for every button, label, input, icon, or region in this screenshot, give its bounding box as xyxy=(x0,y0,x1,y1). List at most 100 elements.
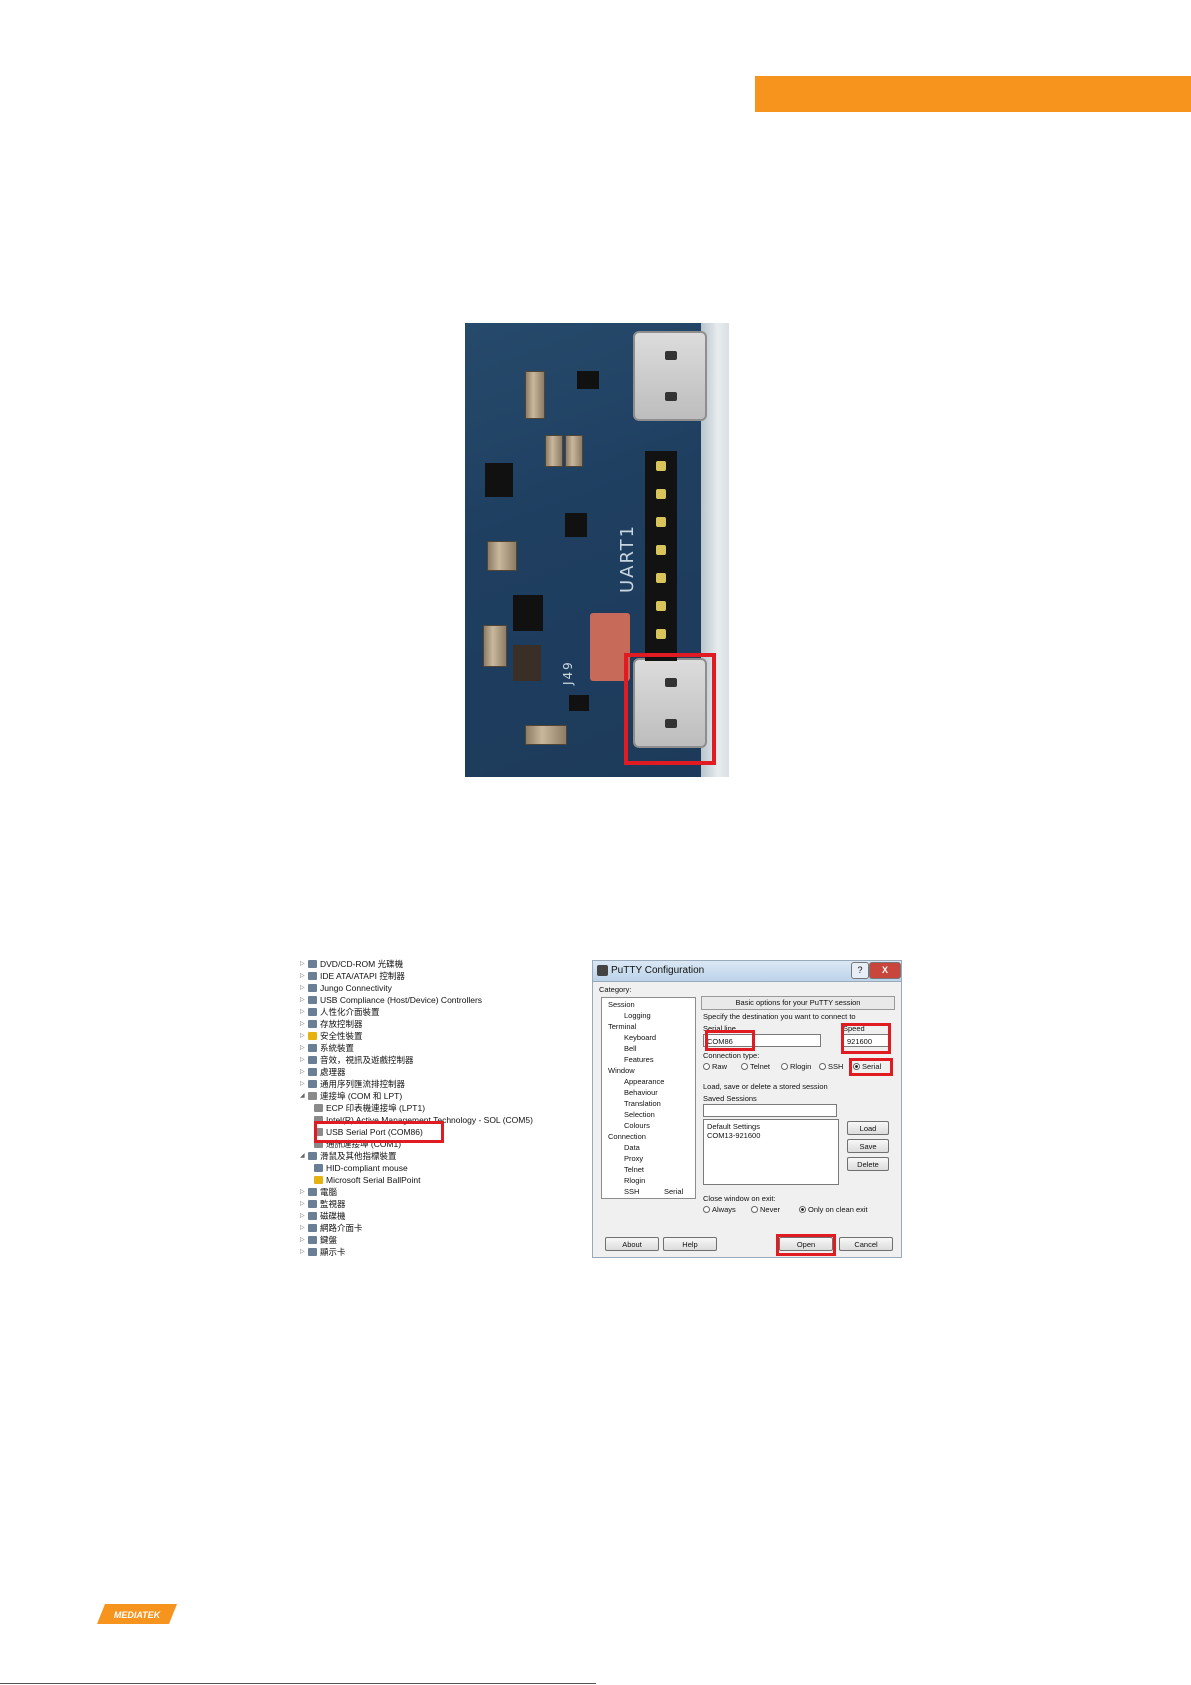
tree-item[interactable]: ▷Jungo Connectivity xyxy=(300,983,392,993)
tree-rlogin[interactable]: Rlogin xyxy=(624,1176,646,1185)
tree-selection[interactable]: Selection xyxy=(624,1110,655,1119)
usb-port-bottom xyxy=(633,658,707,748)
session-item[interactable]: COM13-921600 xyxy=(707,1131,761,1140)
radio-raw[interactable]: Raw xyxy=(703,1062,727,1071)
tree-terminal[interactable]: Terminal xyxy=(608,1022,637,1031)
tree-window[interactable]: Window xyxy=(608,1066,635,1075)
tree-behaviour[interactable]: Behaviour xyxy=(624,1088,658,1097)
device-manager-tree: ▷DVD/CD-ROM 光碟機 ▷IDE ATA/ATAPI 控制器 ▷Jung… xyxy=(300,958,580,1258)
sessions-list[interactable]: Default Settings COM13-921600 xyxy=(703,1119,839,1185)
tree-item[interactable]: ▷電腦 xyxy=(300,1187,338,1197)
chip xyxy=(513,595,543,631)
tree-item[interactable]: 通訊連接埠 (COM1) xyxy=(314,1138,401,1150)
radio-ssh[interactable]: SSH xyxy=(819,1062,843,1071)
footer-divider xyxy=(0,1683,596,1684)
tree-data[interactable]: Data xyxy=(624,1143,640,1152)
radio-rlogin[interactable]: Rlogin xyxy=(781,1062,811,1071)
open-button-highlight xyxy=(776,1234,836,1256)
red-component xyxy=(590,613,630,681)
chip xyxy=(577,371,599,389)
tree-item[interactable]: ▷USB Compliance (Host/Device) Controller… xyxy=(300,995,483,1005)
open-button[interactable]: Open xyxy=(779,1237,833,1251)
help-button-title[interactable]: ? xyxy=(851,962,869,979)
radio-only-on-clean-exit[interactable]: Only on clean exit xyxy=(799,1205,868,1214)
tree-serial[interactable]: Serial xyxy=(664,1187,684,1196)
load-button[interactable]: Load xyxy=(847,1121,889,1135)
tree-item[interactable]: HID-compliant mouse xyxy=(314,1162,408,1174)
radio-telnet[interactable]: Telnet xyxy=(741,1062,770,1071)
tree-session[interactable]: Session xyxy=(608,1000,635,1009)
capacitor xyxy=(545,435,563,467)
putty-icon xyxy=(597,965,608,976)
tree-features[interactable]: Features xyxy=(624,1055,654,1064)
tree-item[interactable]: Intel(R) Active Management Technology - … xyxy=(314,1114,533,1126)
usb-port-top xyxy=(633,331,707,421)
header-accent-bar xyxy=(755,76,1191,112)
tree-proxy[interactable]: Proxy xyxy=(624,1154,644,1163)
tree-translation[interactable]: Translation xyxy=(624,1099,661,1108)
tree-item[interactable]: Microsoft Serial BallPoint xyxy=(314,1174,420,1186)
serial-line-label: Serial line xyxy=(703,1024,736,1033)
tree-item-ports[interactable]: ◢連接埠 (COM 和 LPT) xyxy=(300,1091,403,1101)
close-window-label: Close window on exit: xyxy=(703,1194,776,1203)
tree-item[interactable]: ECP 印表機連接埠 (LPT1) xyxy=(314,1102,425,1114)
tree-item[interactable]: ▷系統裝置 xyxy=(300,1043,355,1053)
tree-item[interactable]: ▷處理器 xyxy=(300,1067,346,1077)
logo-text: MEDIATEK xyxy=(114,1610,162,1620)
serial-line-highlight xyxy=(705,1030,755,1051)
close-button[interactable]: X xyxy=(869,962,901,979)
tree-item[interactable]: ▷IDE ATA/ATAPI 控制器 xyxy=(300,971,405,981)
silkscreen-j49-label: J49 xyxy=(561,660,575,685)
tree-telnet[interactable]: Telnet xyxy=(624,1165,645,1174)
tree-ssh[interactable]: SSH xyxy=(624,1187,640,1196)
serial-line-input[interactable]: COM86 xyxy=(703,1034,821,1047)
putty-configuration-window: PuTTY Configuration ? X Category: Sessio… xyxy=(592,960,902,1258)
capacitor xyxy=(565,435,583,467)
tree-item[interactable]: ▷安全性裝置 xyxy=(300,1031,363,1041)
tree-item[interactable]: ▷鍵盤 xyxy=(300,1235,338,1245)
com86-highlight xyxy=(314,1121,444,1143)
category-tree: Session Logging Terminal Keyboard Bell F… xyxy=(601,997,696,1199)
tree-item[interactable]: ▷顯示卡 xyxy=(300,1247,346,1257)
speed-label: Speed xyxy=(843,1024,865,1033)
uart-header xyxy=(645,451,677,661)
speed-highlight xyxy=(841,1023,891,1054)
tree-item[interactable]: ▷監視器 xyxy=(300,1199,346,1209)
tree-item-usb-serial-port[interactable]: USB Serial Port (COM86) xyxy=(314,1126,423,1138)
tree-item[interactable]: ◢滑鼠及其他指標裝置 xyxy=(300,1151,397,1161)
help-button[interactable]: Help xyxy=(663,1237,717,1251)
silkscreen-uart-label: UART1 xyxy=(617,523,638,593)
tree-item[interactable]: ▷音效，視訊及遊戲控制器 xyxy=(300,1055,414,1065)
session-item[interactable]: Default Settings xyxy=(707,1122,760,1131)
chip xyxy=(565,513,587,537)
delete-button[interactable]: Delete xyxy=(847,1157,889,1171)
capacitor xyxy=(487,541,517,571)
capacitor xyxy=(525,725,567,745)
tree-colours[interactable]: Colours xyxy=(624,1121,650,1130)
radio-serial[interactable]: Serial xyxy=(853,1062,881,1071)
saved-sessions-label: Saved Sessions xyxy=(703,1094,757,1103)
sessions-header: Load, save or delete a stored session xyxy=(703,1082,828,1091)
tree-bell[interactable]: Bell xyxy=(624,1044,637,1053)
destination-label: Specify the destination you want to conn… xyxy=(703,1012,856,1021)
radio-always[interactable]: Always xyxy=(703,1205,736,1214)
tree-connection[interactable]: Connection xyxy=(608,1132,646,1141)
tree-item[interactable]: ▷人性化介面裝置 xyxy=(300,1007,380,1017)
tree-appearance[interactable]: Appearance xyxy=(624,1077,665,1086)
cancel-button[interactable]: Cancel xyxy=(839,1237,893,1251)
tree-item[interactable]: ▷磁碟機 xyxy=(300,1211,346,1221)
save-button[interactable]: Save xyxy=(847,1139,889,1153)
chip xyxy=(485,463,513,497)
tree-item[interactable]: ▷存放控制器 xyxy=(300,1019,363,1029)
about-button[interactable]: About xyxy=(605,1237,659,1251)
tree-item[interactable]: ▷DVD/CD-ROM 光碟機 xyxy=(300,959,404,969)
radio-never[interactable]: Never xyxy=(751,1205,780,1214)
tree-logging[interactable]: Logging xyxy=(624,1011,651,1020)
tree-keyboard[interactable]: Keyboard xyxy=(624,1033,657,1042)
pcb-photo: UART1 J49 xyxy=(465,323,729,777)
title-bar: PuTTY Configuration ? X xyxy=(593,961,901,982)
window-title: PuTTY Configuration xyxy=(611,965,705,976)
tree-item[interactable]: ▷通用序列匯流排控制器 xyxy=(300,1079,406,1089)
tree-item[interactable]: ▷網路介面卡 xyxy=(300,1223,363,1233)
saved-sessions-input[interactable] xyxy=(703,1104,837,1117)
